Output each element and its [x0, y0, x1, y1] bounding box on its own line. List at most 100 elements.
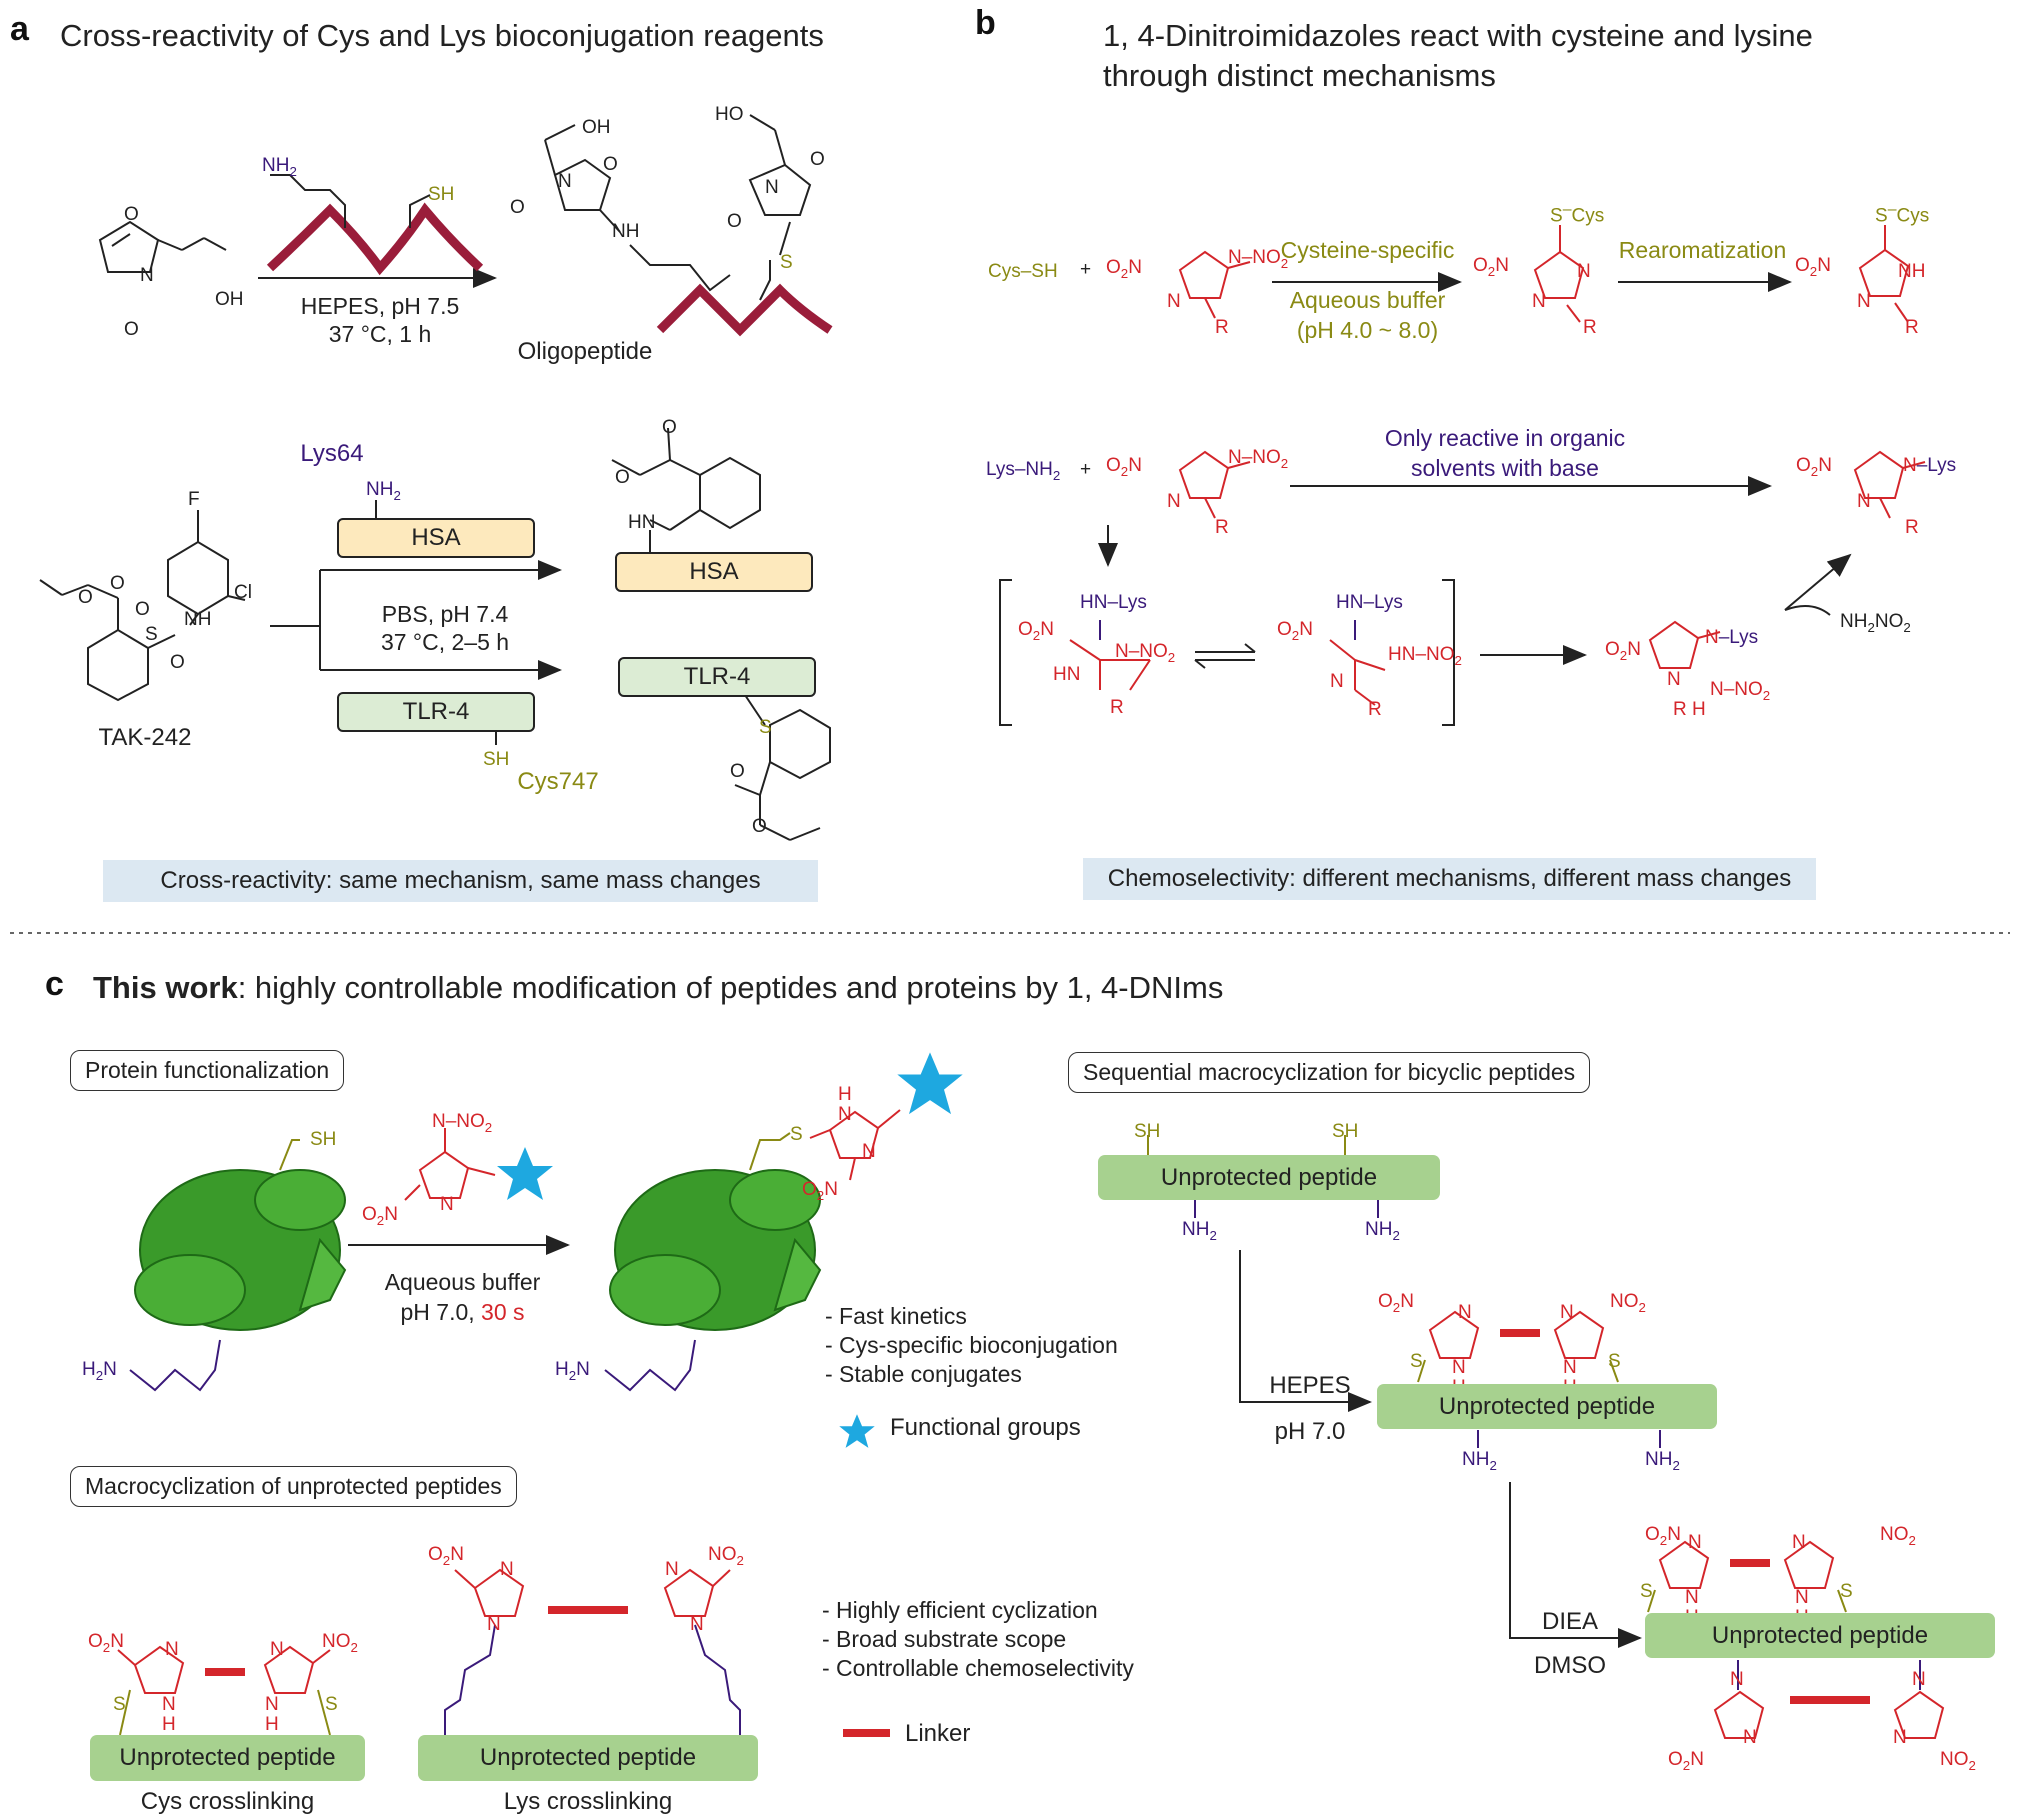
n-seq-3b: N [1912, 1669, 1926, 1690]
aqueous-c: Aqueous buffer [384, 1269, 541, 1295]
hn-lys-i1: HN–Lys [1080, 592, 1147, 613]
no2-seq-2: NO2 [1880, 1524, 1916, 1548]
s-cys-b2: S–Cys [1875, 201, 1930, 227]
n-seq-2b: N [1792, 1532, 1806, 1553]
n-seq-3d: N [1893, 1727, 1907, 1748]
r-i1: R [1110, 697, 1124, 718]
cl-label: Cl [234, 582, 252, 603]
peptide-seq-1: Unprotected peptide [1098, 1155, 1440, 1200]
no2-seq-3: NO2 [1940, 1749, 1976, 1773]
o-tak-4: O [110, 573, 125, 594]
n-b2a: N [1577, 261, 1591, 282]
organic-label-1: Only reactive in organic [1384, 425, 1626, 451]
o2n-seq-1: O2N [1378, 1291, 1414, 1315]
nh2-label: NH2 [262, 155, 297, 179]
tak242-structure [39, 510, 246, 702]
n-b5: N [1857, 491, 1871, 512]
sh-label: SH [428, 184, 455, 205]
n-seq-1b: N [1560, 1302, 1574, 1323]
panel-c-letter: c [45, 965, 64, 1003]
peptide-lys-cross: Unprotected peptide [418, 1735, 758, 1781]
hsa-box-1: HSA [337, 518, 535, 558]
o-hsa-1: O [662, 417, 677, 438]
succinimide-products [544, 114, 812, 301]
o-label-p3: O [603, 154, 618, 175]
o-label-1: O [124, 204, 139, 225]
o-label-p5: O [727, 211, 742, 232]
oligopeptide-backbone-2 [656, 283, 833, 337]
cond-a2-line2: 37 °C, 2–5 h [380, 629, 510, 655]
sequential-label: Sequential macrocyclization for bicyclic… [1068, 1052, 1591, 1093]
o2n-i3: O2N [1605, 639, 1641, 663]
o-tak-1: O [135, 599, 150, 620]
tlr4-box-1: TLR-4 [337, 692, 535, 732]
arrow-elimination [1784, 553, 1852, 611]
no2-c1: N–NO2 [432, 1111, 493, 1135]
dmso-label: DMSO [1534, 1652, 1606, 1679]
oh-label-p1: OH [582, 117, 611, 138]
n-seq-2a: N [1688, 1532, 1702, 1553]
o2n-c2: O2N [802, 1179, 838, 1203]
ho-label-p2: HO [715, 104, 744, 125]
r-b4: R [1215, 517, 1229, 538]
n-b4: N [1167, 491, 1181, 512]
n-seq-3a: N [1730, 1669, 1744, 1690]
r-b1: R [1215, 317, 1229, 338]
linker-label: Linker [905, 1720, 971, 1747]
r-b3: R [1905, 317, 1919, 338]
nh2-hsa-label: NH2 [366, 479, 401, 503]
nh-label-p1: NH [612, 221, 640, 242]
no2-b4: N–NO2 [1228, 447, 1289, 471]
s-seq-2b: S [1840, 1581, 1853, 1602]
tak242-label: TAK-242 [98, 724, 192, 751]
s-seq-1b: S [1608, 1351, 1621, 1372]
n-no2-i1: N–NO2 [1115, 641, 1176, 665]
h2n-protein-2: H2N [555, 1359, 590, 1383]
s-tak-label: S [145, 624, 158, 645]
no2-seq-1: NO2 [1610, 1291, 1646, 1315]
lys-nh2-label: Lys–NH2 [986, 459, 1061, 483]
o2n-b4: O2N [1106, 455, 1142, 479]
hn-i1: HN [1053, 664, 1081, 685]
protein-func-label: Protein functionalization [70, 1050, 345, 1091]
n-c2: N [862, 1141, 876, 1162]
oligopeptide-backbone-1 [266, 202, 484, 276]
o-hsa-2: O [615, 467, 630, 488]
o2n-lys-l: O2N [428, 1544, 464, 1568]
bullet-efficient: - Highly efficient cyclization [822, 1597, 1098, 1623]
macro-label: Macrocyclization of unprotected peptides [70, 1466, 517, 1507]
oh-label-maleimide: OH [215, 289, 244, 310]
nh-tak-label: NH [184, 609, 212, 630]
o2n-b1: O2N [1106, 257, 1142, 281]
no2-lys-r: NO2 [708, 1544, 744, 1568]
panel-c-title-rest: : highly controllable modification of pe… [237, 970, 1224, 1005]
o-label-p1: O [510, 197, 525, 218]
o2n-b5: O2N [1796, 455, 1832, 479]
bullets-2: - Highly efficient cyclization - Broad s… [822, 1596, 1134, 1683]
sh-protein-1: SH [310, 1129, 337, 1150]
ph-time-c: pH 7.0, 30 s [360, 1298, 565, 1326]
n-seq-3c: N [1743, 1727, 1757, 1748]
o2n-seq-2: O2N [1645, 1524, 1681, 1548]
o2n-b3: O2N [1795, 255, 1831, 279]
r-i2: R [1368, 699, 1382, 720]
cys-sh-label: Cys–SH [988, 261, 1058, 282]
n-lys-r1: N [665, 1559, 679, 1580]
time-c: 30 s [481, 1299, 525, 1325]
o-tlr-2: O [752, 816, 767, 837]
rh-i3: R H [1673, 699, 1706, 720]
nh2-seq-1: NH2 [1182, 1219, 1217, 1243]
maleimide-structure [98, 220, 227, 273]
legend-star-icon [839, 1414, 875, 1448]
lys-cross-label: Lys crosslinking [503, 1788, 673, 1815]
peptide-cys-cross: Unprotected peptide [90, 1735, 365, 1781]
bullet-cys: - Cys-specific bioconjugation [825, 1332, 1118, 1358]
o-label-2: O [124, 319, 139, 340]
panel-b-letter: b [975, 4, 996, 42]
panel-b-note: Chemoselectivity: different mechanisms, … [1083, 858, 1816, 900]
sh-seq-2: SH [1332, 1121, 1359, 1142]
panel-c-title-bold: This work [93, 970, 238, 1005]
cond-a1-line1: HEPES, pH 7.5 [300, 293, 460, 319]
